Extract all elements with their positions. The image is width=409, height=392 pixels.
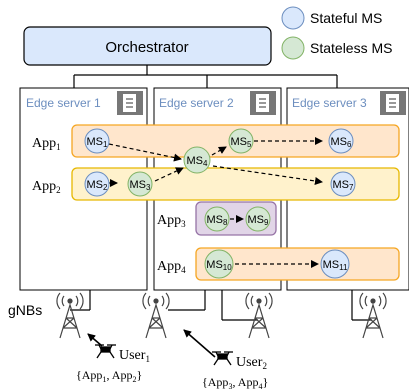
antenna-icon	[245, 292, 273, 339]
drone-icon	[95, 344, 116, 359]
legend: Stateful MS Stateless MS	[281, 6, 392, 60]
server-icon	[250, 91, 276, 115]
ms6-node: MS6	[328, 128, 354, 154]
arrow-ms3-ms4	[154, 167, 184, 182]
ms10-node: MS10	[204, 249, 234, 279]
ms3-node: MS3	[127, 171, 153, 197]
app4-band	[195, 247, 400, 281]
ms9-node: MS9	[245, 206, 271, 232]
orchestrator-label: Orchestrator	[105, 39, 188, 56]
edge-server-2-label: Edge server 2	[159, 96, 234, 110]
orchestrator-links	[73, 65, 338, 88]
user2-apps: {App3, App4}	[202, 375, 268, 391]
svg-text:MS7: MS7	[333, 179, 355, 192]
svg-text:MS11: MS11	[323, 259, 348, 272]
ms11-node: MS11	[320, 249, 350, 279]
drone-icon	[212, 351, 233, 366]
app4-label: App4	[157, 259, 186, 275]
stateful-legend-label: Stateful MS	[310, 10, 382, 26]
ms2-node: MS2	[84, 171, 110, 197]
stateless-legend-label: Stateless MS	[310, 40, 392, 56]
user-uplink-arrows	[87, 329, 216, 358]
server-icon	[380, 91, 406, 115]
svg-text:MS10: MS10	[206, 259, 232, 272]
edge-server-1: Edge server 1	[19, 87, 148, 291]
ms1-node: MS1	[84, 128, 110, 154]
svg-text:MS9: MS9	[248, 214, 270, 227]
user1-arrow	[87, 333, 103, 347]
stateless-legend-swatch	[281, 36, 305, 60]
svg-text:MS1: MS1	[87, 136, 109, 149]
user1-apps: {App1, App2}	[76, 368, 142, 384]
svg-text:MS3: MS3	[130, 179, 152, 192]
server-icon	[117, 91, 143, 115]
svg-text:MS5: MS5	[231, 136, 253, 149]
gnb-backhaul-links	[70, 290, 372, 321]
svg-text:MS2: MS2	[87, 179, 109, 192]
ms4-node: MS4	[183, 146, 211, 174]
antenna-icon	[142, 292, 170, 339]
antenna-icon	[359, 292, 387, 339]
svg-text:MS6: MS6	[331, 136, 353, 149]
arrow-ms1-ms4	[108, 143, 182, 162]
edge-server-1-label: Edge server 1	[26, 96, 101, 110]
ms5-node: MS5	[228, 128, 254, 154]
ms7-node: MS7	[330, 171, 356, 197]
user2-label: User2	[236, 355, 267, 371]
arrow-ms4-ms5	[211, 146, 227, 156]
ms8-node: MS8	[204, 206, 230, 232]
svg-text:MS8: MS8	[207, 214, 229, 227]
user2-arrow	[183, 329, 216, 358]
gnbs-label: gNBs	[8, 302, 42, 318]
app1-label: App1	[32, 136, 61, 152]
app2-label: App2	[32, 179, 61, 195]
edge-server-3-label: Edge server 3	[292, 96, 367, 110]
user1-label: User1	[119, 348, 150, 364]
antenna-icon	[56, 292, 84, 339]
ms-flow-arrows	[108, 137, 323, 268]
stateful-legend-swatch	[281, 6, 305, 30]
svg-text:MS4: MS4	[187, 155, 209, 168]
app2-band	[71, 167, 400, 201]
arrow-ms4-ms7	[212, 165, 323, 185]
app3-label: App3	[157, 213, 186, 229]
